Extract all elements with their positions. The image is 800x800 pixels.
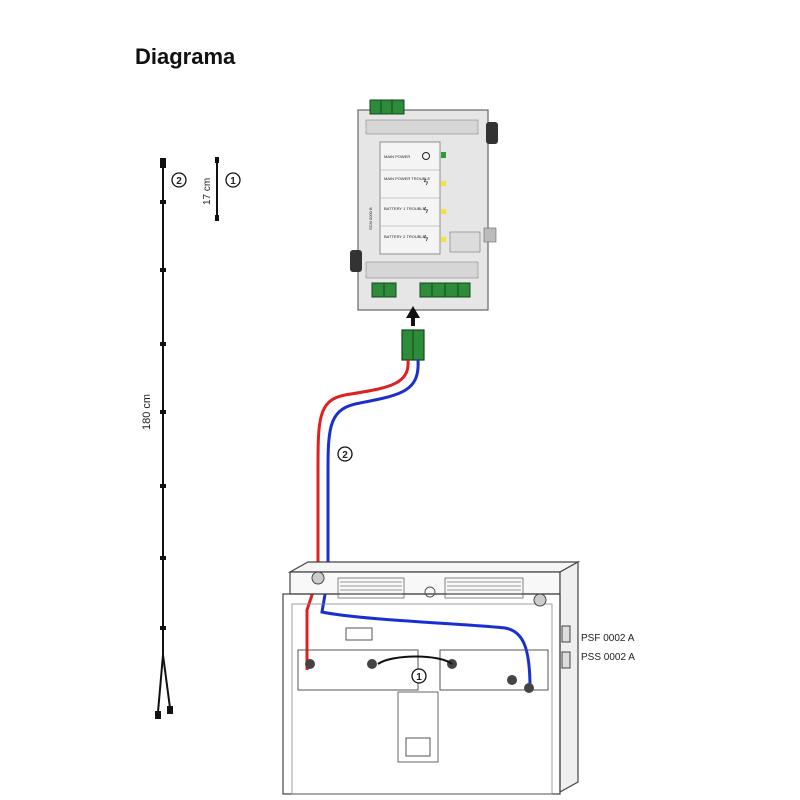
callout-2-circle: [171, 172, 187, 188]
module-top-terminal: [369, 99, 405, 115]
short-cable-length: 17 cm: [202, 178, 213, 205]
battery-terminal: [367, 659, 377, 669]
power-supply-enclosure: [282, 560, 581, 795]
callout-1-left: 1: [230, 176, 236, 187]
led-green: [441, 152, 446, 158]
arrow-up-icon: [406, 306, 420, 326]
positive-cable: [305, 359, 410, 670]
row-label-battery-2-trouble: BATTERY 2 TROUBLE: [384, 234, 426, 239]
long-cable-length: 180 cm: [141, 394, 153, 430]
control-module: SCM 0000 B MAIN POWER MAIN POWER TROUBLE…: [350, 99, 498, 311]
callout-1-bottom: 1: [416, 672, 422, 683]
callout-1-circle: [411, 668, 427, 684]
page-title: Diagrama: [135, 44, 236, 69]
negative-cable: [320, 359, 532, 689]
enclosure-model-pss: PSS 0002 A: [581, 652, 635, 663]
callout-1-circle: [225, 172, 241, 188]
module-model-label: SCM 0000 B: [368, 207, 373, 230]
battery-terminal: [524, 683, 534, 693]
callout-2-circle: [337, 446, 353, 462]
led-yellow: [441, 209, 446, 214]
module-clip-right: [486, 122, 498, 144]
callout-2-left: 2: [176, 176, 182, 187]
led-yellow: [441, 181, 446, 186]
trouble-icon: ϟ: [424, 178, 429, 187]
battery-jumper-cable: [377, 655, 453, 665]
long-cable-illustration: [155, 158, 173, 719]
battery-terminal: [305, 659, 315, 669]
short-cable-illustration: [215, 157, 219, 221]
module-clip-left: [350, 250, 362, 272]
battery-terminal: [507, 675, 517, 685]
row-label-battery-1-trouble: BATTERY 1 TROUBLE: [384, 206, 426, 211]
row-label-main-power-trouble: MAIN POWER TROUBLE: [384, 176, 430, 181]
callout-2-center: 2: [342, 450, 348, 461]
power-icon: [422, 152, 430, 160]
led-yellow: [441, 237, 446, 242]
battery-trouble-icon: ϟ: [424, 206, 429, 215]
row-label-main-power: MAIN POWER: [384, 154, 410, 159]
cable-grommet: [311, 571, 325, 585]
enclosure-model-psf: PSF 0002 A: [581, 633, 635, 644]
battery-trouble-icon: ϟ: [424, 234, 429, 243]
